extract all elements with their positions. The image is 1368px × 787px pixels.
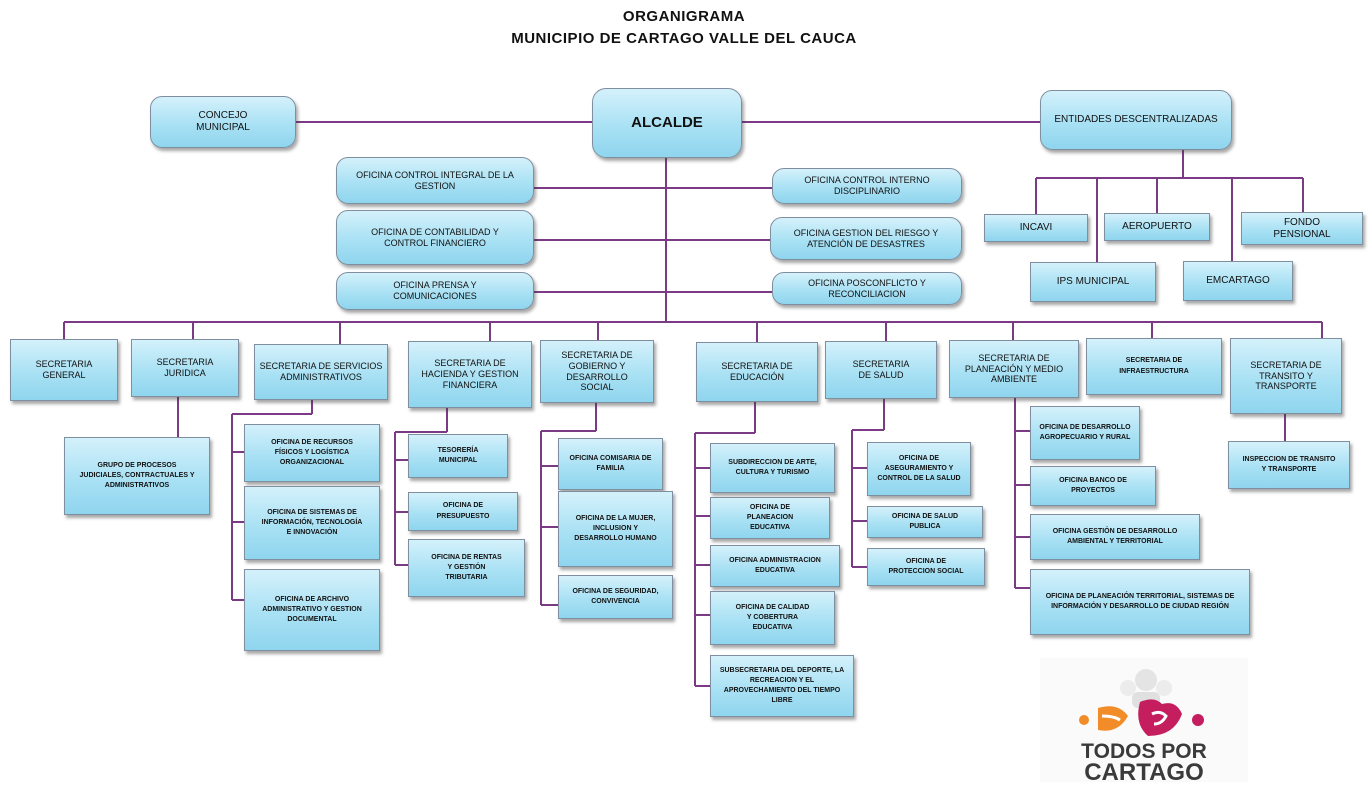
hacienda-rentas: OFICINA DE RENTAS Y GESTIÓN TRIBUTARIA xyxy=(408,539,525,597)
hacienda-tesoreria: TESORERÍA MUNICIPAL xyxy=(408,434,508,478)
entity-incavi: INCAVI xyxy=(984,214,1088,242)
salud-proteccion-social: OFICINA DE PROTECCION SOCIAL xyxy=(867,548,985,586)
educacion-planeacion: OFICINA DE PLANEACION EDUCATIVA xyxy=(710,497,830,539)
gobierno-mujer: OFICINA DE LA MUJER, INCLUSION Y DESARRO… xyxy=(558,491,673,567)
alcalde-box: ALCALDE xyxy=(592,88,742,158)
logo-text-line2: CARTAGO xyxy=(1084,759,1204,786)
planeacion-ambiental: OFICINA GESTIÓN DE DESARROLLO AMBIENTAL … xyxy=(1030,514,1200,560)
secretaria-general: SECRETARIA GENERAL xyxy=(10,339,118,401)
oficina-posconflicto: OFICINA POSCONFLICTO Y RECONCILIACION xyxy=(772,272,962,305)
secretaria-salud: SECRETARIA DE SALUD xyxy=(825,341,937,399)
secretaria-infraestructura: SECRETARIA DE INFRAESTRUCTURA xyxy=(1086,338,1222,395)
todos-por-cartago-logo: TODOS POR CARTAGO xyxy=(1040,658,1248,786)
planeacion-agropecuario: OFICINA DE DESARROLLO AGROPECUARIO Y RUR… xyxy=(1030,406,1140,460)
educacion-deporte: SUBSECRETARIA DEL DEPORTE, LA RECREACION… xyxy=(710,655,854,717)
servicios-archivo: OFICINA DE ARCHIVO ADMINISTRATIVO Y GEST… xyxy=(244,569,380,651)
chart-subtitle: MUNICIPIO DE CARTAGO VALLE DEL CAUCA xyxy=(511,30,857,47)
entidades-descentralizadas-box: ENTIDADES DESCENTRALIZADAS xyxy=(1040,90,1232,150)
concejo-municipal-box: CONCEJO MUNICIPAL xyxy=(150,96,296,148)
secretaria-planeacion: SECRETARIA DE PLANEACIÓN Y MEDIO AMBIENT… xyxy=(949,340,1079,398)
salud-aseguramiento: OFICINA DE ASEGURAMIENTO Y CONTROL DE LA… xyxy=(867,442,971,496)
educacion-arte-cultura: SUBDIRECCION DE ARTE, CULTURA Y TURISMO xyxy=(710,443,835,493)
secretaria-hacienda: SECRETARIA DE HACIENDA Y GESTION FINANCI… xyxy=(408,341,532,408)
transito-inspeccion: INSPECCION DE TRANSITO Y TRANSPORTE xyxy=(1228,441,1350,489)
logo-emblem-icon xyxy=(1079,669,1204,736)
logo-text-line1: TODOS POR xyxy=(1081,740,1207,763)
oficina-gestion-riesgo: OFICINA GESTION DEL RIESGO Y ATENCIÓN DE… xyxy=(770,217,962,260)
educacion-calidad: OFICINA DE CALIDAD Y COBERTURA EDUCATIVA xyxy=(710,591,835,645)
hacienda-presupuesto: OFICINA DE PRESUPUESTO xyxy=(408,492,518,531)
planeacion-banco-proyectos: OFICINA BANCO DE PROYECTOS xyxy=(1030,466,1156,506)
salud-publica: OFICINA DE SALUD PUBLICA xyxy=(867,506,983,538)
secretaria-juridica: SECRETARIA JURIDICA xyxy=(131,339,239,397)
educacion-administracion: OFICINA ADMINISTRACION EDUCATIVA xyxy=(710,545,840,587)
servicios-sistemas-informacion: OFICINA DE SISTEMAS DE INFORMACIÓN, TECN… xyxy=(244,486,380,560)
gobierno-comisaria: OFICINA COMISARIA DE FAMILIA xyxy=(558,438,663,490)
oficina-prensa: OFICINA PRENSA Y COMUNICACIONES xyxy=(336,272,534,310)
entity-aeropuerto: AEROPUERTO xyxy=(1104,213,1210,241)
entity-emcartago: EMCARTAGO xyxy=(1183,261,1293,301)
servicios-recursos-fisicos: OFICINA DE RECURSOS FÍSICOS Y LOGÍSTICA … xyxy=(244,424,380,482)
entity-ips-municipal: IPS MUNICIPAL xyxy=(1030,262,1156,302)
oficina-control-interno: OFICINA CONTROL INTERNO DISCIPLINARIO xyxy=(772,168,962,204)
secretaria-educacion: SECRETARIA DE EDUCACIÓN xyxy=(696,342,818,402)
secretaria-servicios-administrativos: SECRETARIA DE SERVICIOS ADMINISTRATIVOS xyxy=(254,344,388,400)
gobierno-seguridad: OFICINA DE SEGURIDAD, CONVIVENCIA xyxy=(558,575,673,619)
planeacion-territorial: OFICINA DE PLANEACIÓN TERRITORIAL, SISTE… xyxy=(1030,569,1250,635)
oficina-control-integral: OFICINA CONTROL INTEGRAL DE LA GESTION xyxy=(336,157,534,204)
secretaria-gobierno: SECRETARIA DE GOBIERNO Y DESARROLLO SOCI… xyxy=(540,340,654,403)
juridica-grupo-procesos: GRUPO DE PROCESOS JUDICIALES, CONTRACTUA… xyxy=(64,437,210,515)
secretaria-transito: SECRETARIA DE TRANSITO Y TRANSPORTE xyxy=(1230,338,1342,414)
entity-fondo-pensional: FONDO PENSIONAL xyxy=(1241,212,1363,245)
oficina-contabilidad: OFICINA DE CONTABILIDAD Y CONTROL FINANC… xyxy=(336,210,534,265)
chart-title: ORGANIGRAMA xyxy=(622,8,746,25)
